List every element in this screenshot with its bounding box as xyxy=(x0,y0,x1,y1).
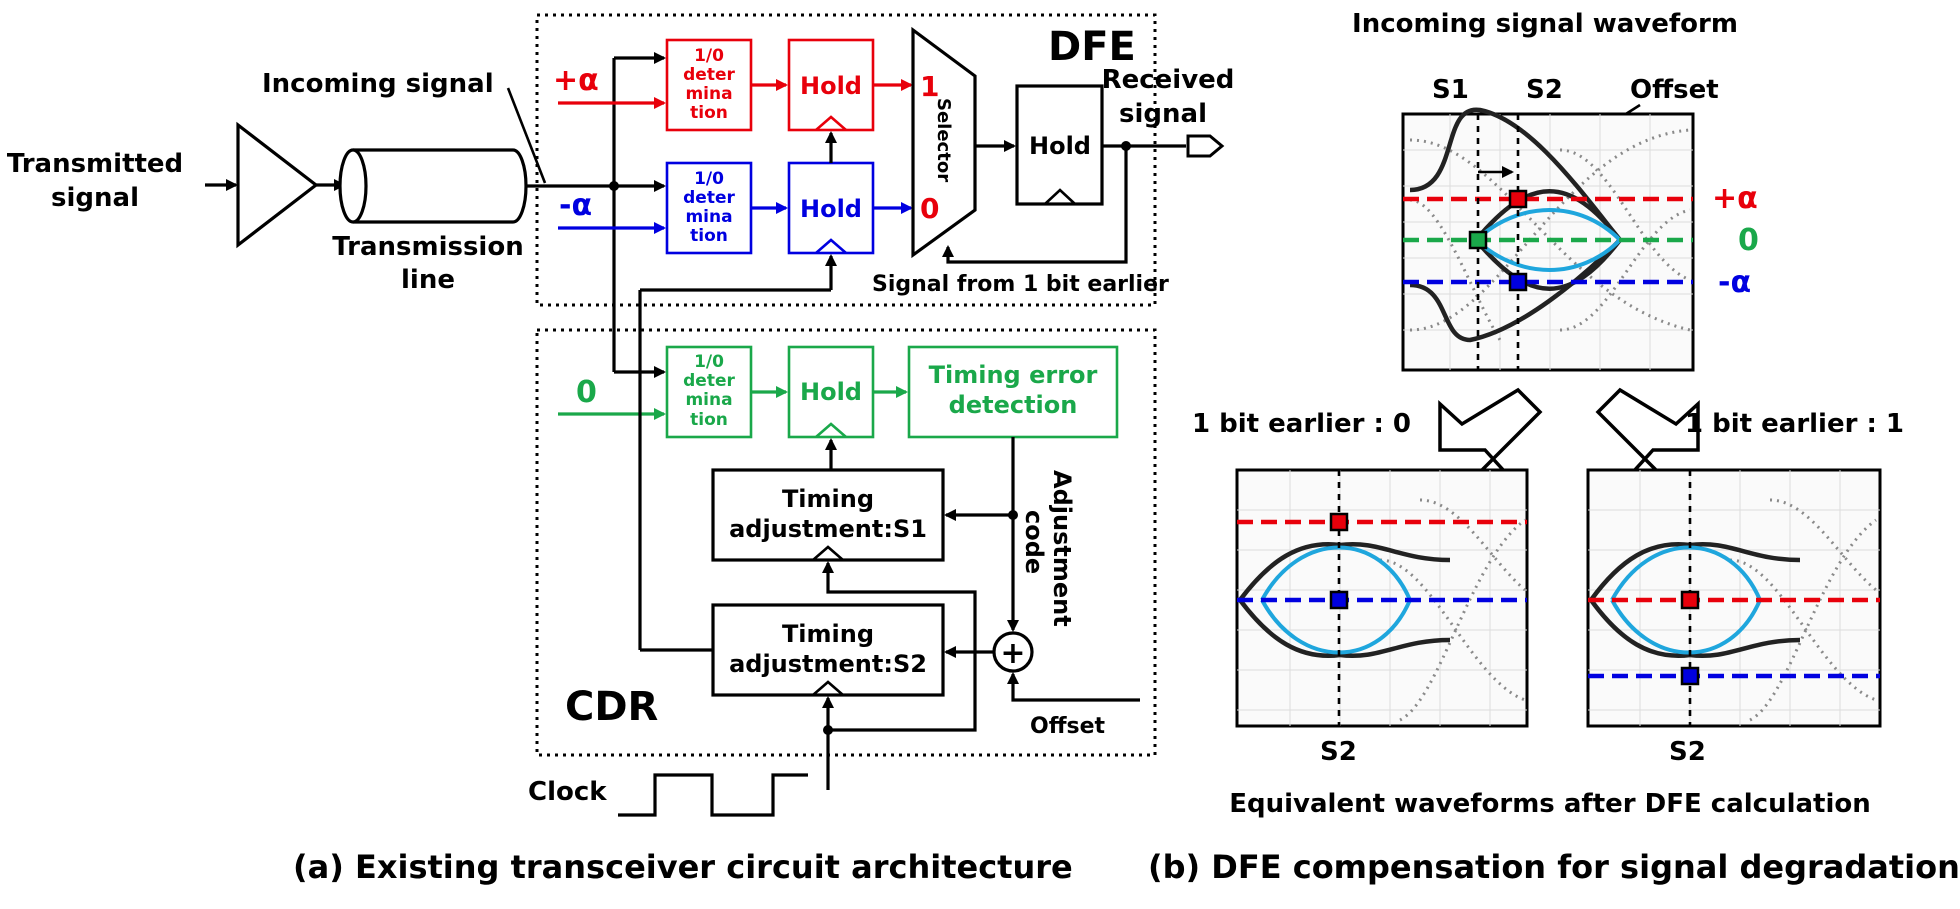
svg-text:deter: deter xyxy=(683,371,735,391)
timing-s1-label: Timing xyxy=(782,485,874,513)
offset-label: Offset xyxy=(1030,714,1106,739)
transmitted-signal-label-2: signal xyxy=(51,183,139,213)
incoming-signal-label: Incoming signal xyxy=(262,69,494,99)
selector-input-1: 1 xyxy=(920,70,939,103)
transmission-line-label-2: line xyxy=(401,265,455,295)
adjustment-code-label-2: code xyxy=(1020,510,1048,574)
hold-green-label: Hold xyxy=(800,378,862,406)
svg-text:deter: deter xyxy=(683,65,735,85)
driver-triangle xyxy=(236,121,319,249)
level-minus-alpha: -α xyxy=(1718,265,1751,300)
offset-label-b: Offset xyxy=(1630,75,1719,105)
panel-a-architecture: DFE CDR Transmitted signal Transmission … xyxy=(7,13,1235,886)
hold-blue-label: Hold xyxy=(800,195,862,223)
s1-label: S1 xyxy=(1432,75,1469,105)
bottom-left-s2-label: S2 xyxy=(1320,737,1357,767)
received-signal-label-2: signal xyxy=(1119,99,1207,129)
adder-plus: + xyxy=(1000,636,1025,671)
clock-label: Clock xyxy=(528,777,607,807)
level-plus-alpha: +α xyxy=(1712,181,1758,216)
eye-diagram-incoming xyxy=(1401,107,1695,372)
earlier-one-label: 1 bit earlier : 1 xyxy=(1685,409,1904,439)
svg-text:mina: mina xyxy=(685,84,732,104)
timing-error-label: Timing error xyxy=(929,361,1098,389)
minus-alpha-ref-label: -α xyxy=(559,188,592,223)
received-signal-label: Received xyxy=(1102,65,1235,95)
zero-ref-label: 0 xyxy=(576,375,597,410)
timing-s1-clock-mark xyxy=(812,545,844,561)
svg-text:mina: mina xyxy=(685,390,732,410)
signal-earlier-label: Signal from 1 bit earlier xyxy=(872,272,1169,297)
level-zero: 0 xyxy=(1738,223,1759,258)
svg-text:1/0: 1/0 xyxy=(694,46,724,66)
timing-s1-label-2: adjustment:S1 xyxy=(729,515,927,543)
caption-b: (b) DFE compensation for signal degradat… xyxy=(1148,848,1960,886)
svg-text:1/0: 1/0 xyxy=(694,169,724,189)
svg-text:tion: tion xyxy=(690,226,728,246)
feedback-path xyxy=(942,146,1128,264)
cdr-label: CDR xyxy=(565,684,658,730)
plus-alpha-ref-label: +α xyxy=(553,63,599,98)
panel-b-dfe-compensation: Incoming signal waveform S1 S2 Offset xyxy=(1148,9,1960,886)
svg-text:1/0: 1/0 xyxy=(694,352,724,372)
svg-text:deter: deter xyxy=(683,188,735,208)
arrow-down-right-icon xyxy=(1595,387,1700,474)
timing-error-label-2: detection xyxy=(949,391,1078,419)
det-red-text: 1/0 deter mina tion xyxy=(683,46,735,123)
offset-to-adder xyxy=(1007,672,1140,702)
caption-a: (a) Existing transceiver circuit archite… xyxy=(293,848,1073,886)
timing-s1-block xyxy=(711,468,945,562)
transmission-line-label: Transmission xyxy=(332,232,523,262)
timing-s2-label-2: adjustment:S2 xyxy=(729,650,927,678)
eye-diagram-prev-0 xyxy=(1235,468,1529,728)
cdr-group xyxy=(535,328,1157,757)
svg-text:mina: mina xyxy=(685,207,732,227)
clock-to-s1 xyxy=(822,561,977,732)
hold-red-clock-mark xyxy=(815,115,847,131)
selector-block xyxy=(911,26,977,259)
hold-blue-clock-mark xyxy=(815,238,847,254)
svg-text:tion: tion xyxy=(690,103,728,123)
output-port xyxy=(1186,134,1225,158)
timing-s2-label: Timing xyxy=(782,620,874,648)
hold-red-label: Hold xyxy=(800,72,862,100)
waveform-title: Incoming signal waveform xyxy=(1352,9,1738,39)
timing-s2-block xyxy=(711,603,945,697)
dfe-label: DFE xyxy=(1048,24,1136,70)
det-blue-text: 1/0 deter mina tion xyxy=(683,169,735,246)
bottom-right-s2-label: S2 xyxy=(1669,737,1706,767)
dfe-group xyxy=(535,13,1157,307)
transmission-line-icon xyxy=(338,148,528,224)
earlier-zero-label: 1 bit earlier : 0 xyxy=(1192,409,1411,439)
s2-label: S2 xyxy=(1526,75,1563,105)
adjustment-code-label: Adjustment xyxy=(1048,470,1076,627)
hold-output-clock-mark xyxy=(1044,188,1076,205)
eye-diagram-prev-1 xyxy=(1586,468,1882,728)
selector-label: Selector xyxy=(933,98,954,182)
incoming-signal-pointer xyxy=(506,87,547,184)
svg-text:tion: tion xyxy=(690,410,728,430)
hold-output-label: Hold xyxy=(1029,132,1091,160)
equivalent-label: Equivalent waveforms after DFE calculati… xyxy=(1229,789,1871,819)
timing-s2-clock-mark xyxy=(812,680,844,696)
selector-input-0: 0 xyxy=(920,192,939,225)
transmitted-signal-label: Transmitted xyxy=(7,149,183,179)
det-green-text: 1/0 deter mina tion xyxy=(683,352,735,430)
arrow-down-left-icon xyxy=(1438,387,1543,474)
hold-green-clock-mark xyxy=(815,422,847,438)
clock-waveform xyxy=(618,773,808,817)
